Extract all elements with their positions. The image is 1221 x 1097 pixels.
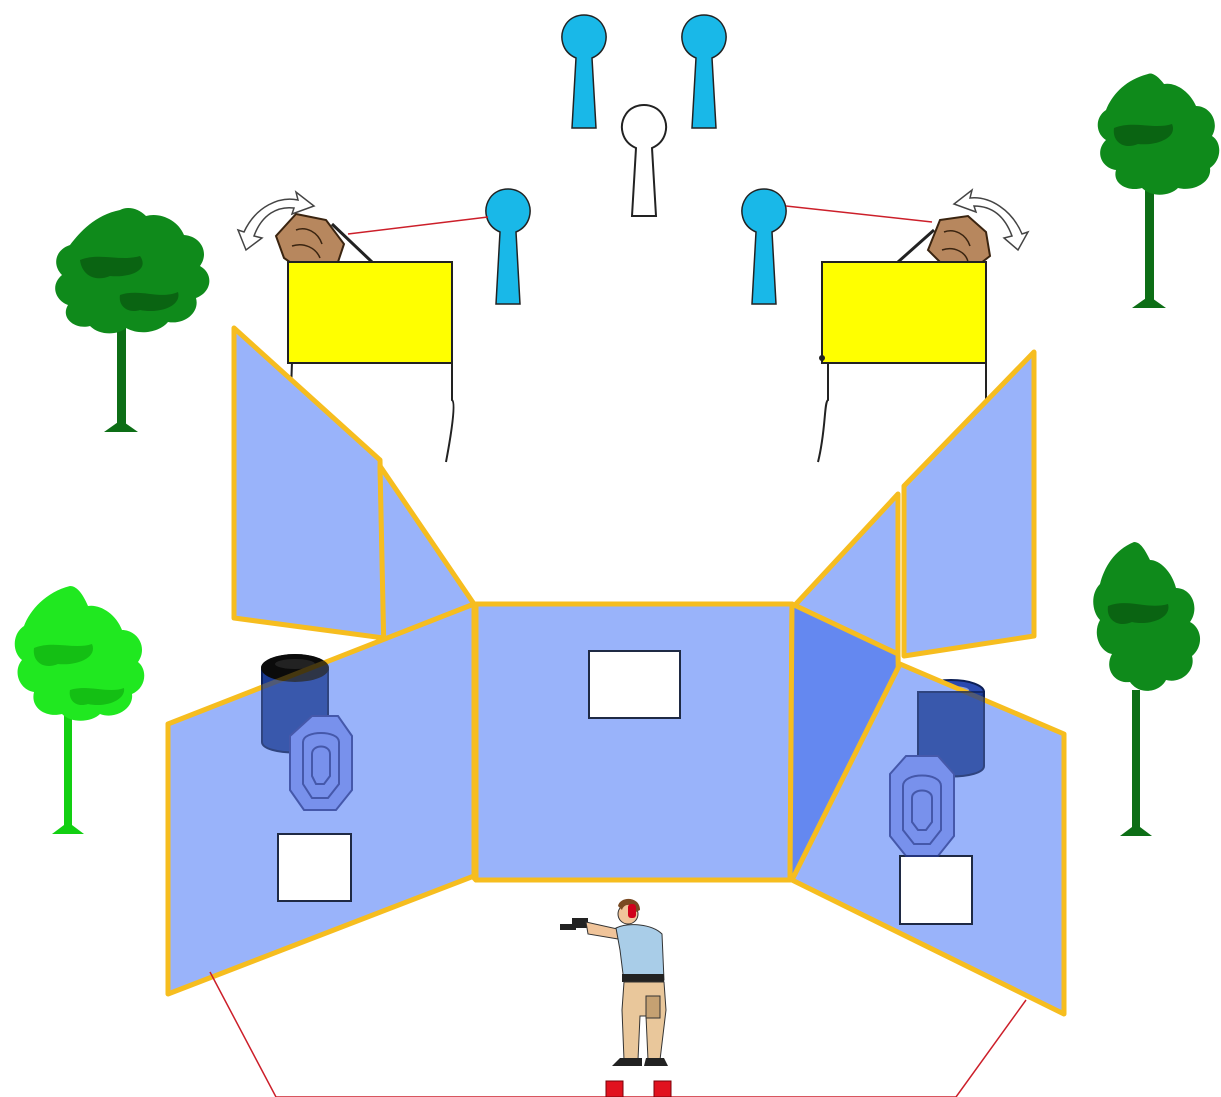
popper-top-right [681, 14, 727, 129]
popper-top-left [561, 14, 607, 129]
tree-icon-right-bottom [1093, 542, 1201, 836]
tree-icon-left-bottom [14, 586, 145, 834]
wall-left-back [231, 325, 387, 641]
wall-center [473, 601, 795, 883]
wall-right-back [901, 349, 1037, 659]
port-right [899, 855, 973, 925]
activation-wire-right [785, 205, 933, 223]
popper-mid-left [485, 188, 531, 305]
activation-wire-left [347, 216, 489, 235]
swinger-right [897, 214, 992, 272]
fault-box-right [653, 1080, 672, 1097]
shooter-figure [560, 898, 668, 1066]
cover-box-left [283, 261, 455, 463]
no-shoot-popper [620, 104, 668, 217]
rotate-arrows-icon-left [236, 190, 316, 252]
fault-line [209, 971, 1027, 1097]
port-left [277, 833, 352, 902]
swinger-left [274, 212, 374, 274]
cover-box-right [817, 261, 989, 463]
port-center [588, 650, 681, 719]
tree-icon-left-top [55, 208, 210, 432]
fault-box-left [605, 1080, 624, 1097]
rotate-arrows-icon-right [952, 188, 1030, 252]
tree-icon-right-top [1097, 73, 1220, 308]
popper-mid-right [741, 188, 787, 305]
